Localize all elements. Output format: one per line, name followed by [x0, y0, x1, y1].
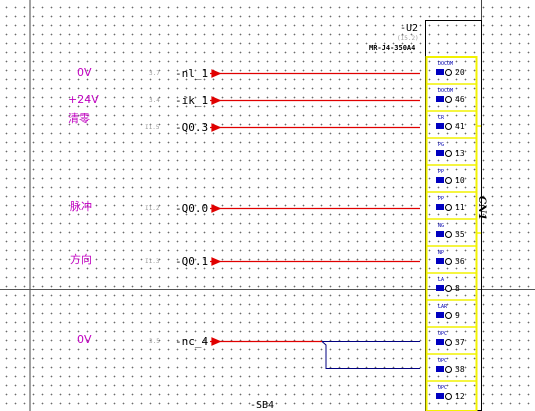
pin-terminal-icon[interactable] [445, 123, 452, 130]
pin-number: 8 [455, 284, 460, 293]
pin-label: LA [438, 277, 445, 283]
pin-separators [426, 83, 477, 382]
pin-number: 41 [455, 122, 465, 131]
pin-marker-icon [436, 69, 444, 75]
pin-marker-icon [436, 393, 444, 399]
pin-marker-icon [436, 177, 444, 183]
pin-number: 38 [455, 365, 465, 374]
pin-marker-icon [436, 150, 444, 156]
device-model: MR-J4-350A4 [369, 44, 416, 52]
signal-name[interactable]: -ik_1 [175, 94, 209, 107]
cross-reference: 3.5 [149, 338, 160, 345]
pin-terminal-icon[interactable] [445, 258, 452, 265]
net-label: 脉冲 [70, 200, 92, 213]
net-label: 0V [77, 333, 92, 346]
pin-marker-icon [436, 204, 444, 210]
ov-bus[interactable] [321, 341, 420, 369]
pin-number: 10 [455, 176, 465, 185]
pin-terminal-icon[interactable] [445, 204, 452, 211]
pin-terminal-icon[interactable] [445, 150, 452, 157]
connector-pin[interactable]: NG 35 [428, 219, 476, 246]
pin-label: PP [438, 196, 445, 202]
pin-number: 35 [455, 230, 465, 239]
pin-terminal-icon[interactable] [445, 393, 452, 400]
pin-terminal-icon[interactable] [445, 231, 452, 238]
pin-terminal-icon[interactable] [445, 285, 452, 292]
connector-pin[interactable]: PP 11 [428, 192, 476, 219]
pin-number: 37 [455, 338, 465, 347]
pin-marker-icon [436, 339, 444, 345]
connector-label: CN1 [476, 196, 487, 221]
connector-pin[interactable]: PG 13 [428, 138, 476, 165]
pin-label: OPC [438, 385, 448, 391]
connector-pin[interactable]: OPC 37 [428, 327, 476, 354]
pin-marker-icon [436, 96, 444, 102]
cross-reference: 3.4 [149, 97, 160, 104]
net-label: +24V [68, 93, 99, 106]
connector-pin[interactable]: LAR 9 [428, 300, 476, 327]
pin-terminal-icon[interactable] [445, 339, 452, 346]
pin-marker-icon [436, 231, 444, 237]
pin-marker-icon [436, 123, 444, 129]
pin-terminal-icon[interactable] [445, 312, 452, 319]
pin-label: PP [438, 169, 445, 175]
pin-number: 9 [455, 311, 460, 320]
pin-label: DOCOM [438, 61, 454, 67]
pin-marker-icon [436, 285, 444, 291]
cross-reference: I1.2 [145, 205, 160, 212]
signal-wires[interactable] [210, 69, 420, 346]
cross-reference: I1.5 [145, 124, 160, 131]
pin-terminal-icon[interactable] [445, 96, 452, 103]
pin-terminal-icon[interactable] [445, 69, 452, 76]
pin-ticks [476, 125, 481, 234]
signal-name[interactable]: -Q0.1 [175, 255, 209, 268]
bottom-device-tag[interactable]: -SB4 [250, 400, 275, 411]
connector-pin[interactable]: OPC 12 [428, 381, 476, 408]
pin-label: PG [438, 142, 445, 148]
pin-number: 11 [455, 203, 465, 212]
pin-terminal-icon[interactable] [445, 177, 452, 184]
net-label: 0V [77, 66, 92, 79]
signal-name[interactable]: -nc_4 [175, 335, 209, 348]
pin-label: LAR [438, 304, 448, 310]
connector-highlight [425, 56, 478, 411]
pin-terminal-icon[interactable] [445, 366, 452, 373]
signal-name[interactable]: -Q0.3 [175, 121, 209, 134]
cross-reference: I1.3 [145, 258, 160, 265]
device-sheet-ref: (I5.2) [397, 35, 419, 42]
pin-number: 13 [455, 149, 465, 158]
pin-number: 46 [455, 95, 465, 104]
connector-pin[interactable]: NP 36 [428, 246, 476, 273]
pin-marker-icon [436, 366, 444, 372]
signal-name[interactable]: -nl_1 [175, 67, 209, 80]
cross-reference: 3.7 [149, 70, 160, 77]
connector-pin[interactable]: CR 41 [428, 111, 476, 138]
pin-number: 36 [455, 257, 465, 266]
connector-pin[interactable]: LA 8 [428, 273, 476, 300]
net-label: 清零 [68, 112, 90, 125]
pin-label: NP [438, 250, 445, 256]
pin-label: DOCOM [438, 88, 454, 94]
pin-label: OPC [438, 331, 448, 337]
net-label: 方向 [70, 253, 92, 266]
pin-label: NG [438, 223, 445, 229]
connector-pin[interactable]: PP 10 [428, 165, 476, 192]
pin-marker-icon [436, 312, 444, 318]
pin-number: 20 [455, 68, 465, 77]
pin-number: 12 [455, 392, 465, 401]
device-tag[interactable]: -U2 [400, 23, 419, 34]
connector-pin[interactable]: OPC 38 [428, 354, 476, 381]
signal-name[interactable]: -Q0.0 [175, 202, 209, 215]
pin-marker-icon [436, 258, 444, 264]
pin-label: OPC [438, 358, 448, 364]
pin-label: CR [438, 115, 445, 121]
